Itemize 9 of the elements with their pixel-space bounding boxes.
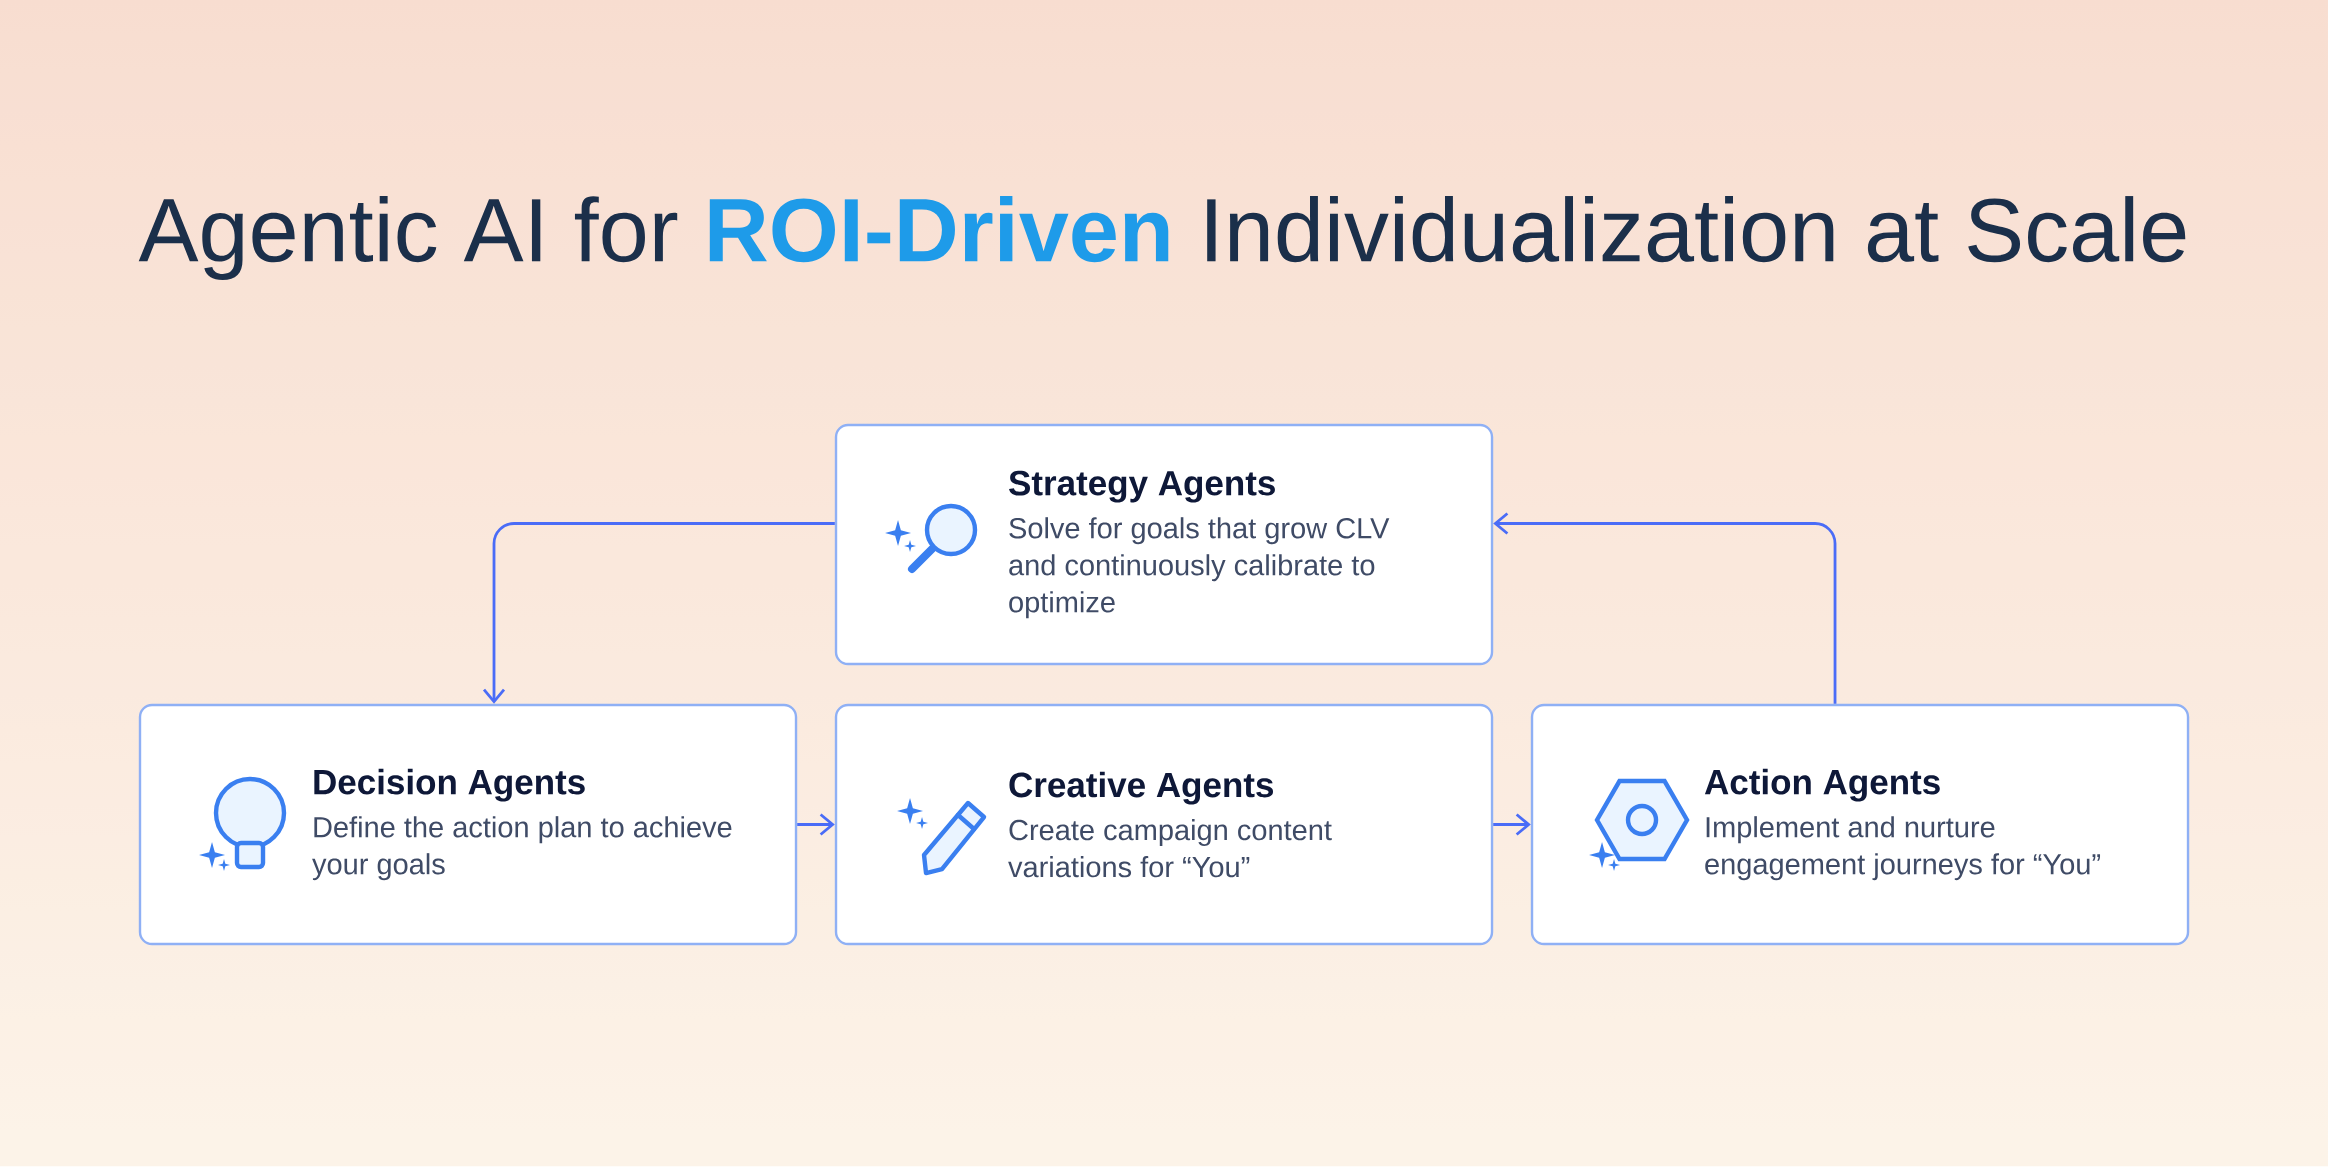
agent-card: Action Agents Implement and nurture engagement journeys for “You” xyxy=(1530,703,2190,946)
arrow xyxy=(1493,512,1837,704)
agent-card: Decision Agents Define the action plan to achieve your goals xyxy=(138,703,798,946)
agent-card: Creative Agents Create campaign content variations for “You” xyxy=(834,703,1494,946)
arrow xyxy=(482,522,835,704)
title: Agentic AI for ROI-Driven Individualization at Scale xyxy=(138,196,2186,280)
agent-card: Strategy Agents Solve for goals that grow CLV and continuously calibrate to optimize xyxy=(834,423,1494,666)
arrow xyxy=(1493,813,1531,836)
arrow xyxy=(797,813,835,836)
